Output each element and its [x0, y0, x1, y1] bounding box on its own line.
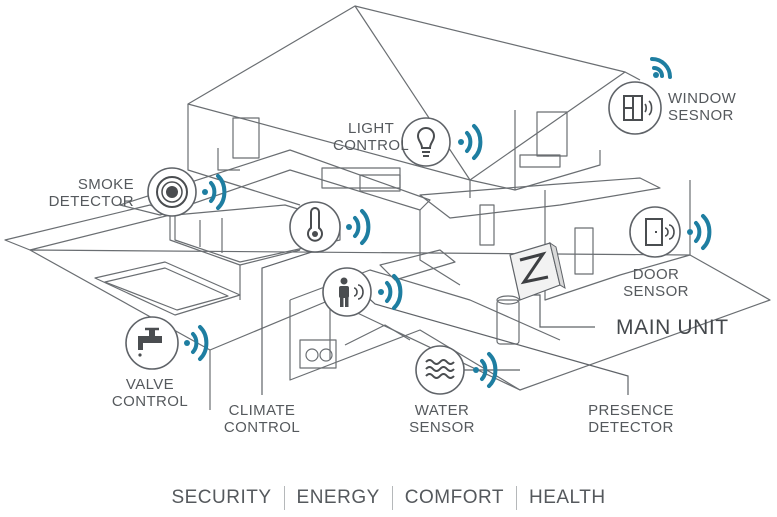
label-line: CONTROL: [333, 137, 410, 154]
smoke-detector-icon: [147, 167, 197, 217]
label-line: DOOR: [632, 266, 680, 283]
label-line: LIGHT: [347, 120, 395, 137]
divider: [515, 486, 517, 510]
wifi-signal-icon: [202, 174, 227, 210]
label-line: CONTROL: [111, 393, 189, 410]
light-control-label: LIGHT CONTROL: [333, 120, 409, 154]
smoke-detector-label: SMOKE DETECTOR: [42, 176, 134, 210]
water-waves-icon: [415, 345, 465, 395]
category-health: HEALTH: [528, 487, 606, 508]
divider: [391, 486, 393, 510]
person-icon: [322, 267, 372, 317]
label-line: CLIMATE: [228, 402, 296, 419]
label-line: PRESENCE: [588, 402, 674, 419]
valve-control-label: VALVE CONTROL: [105, 376, 195, 410]
window-sensor-icon: [608, 57, 672, 135]
wifi-signal-icon: [378, 274, 403, 310]
label-line: SESNOR: [668, 107, 734, 124]
label-line: DETECTOR: [588, 419, 674, 436]
category-comfort: COMFORT: [404, 487, 504, 508]
door-sensor-label: DOOR SENSOR: [620, 266, 692, 300]
main-unit-label: MAIN UNIT: [616, 316, 729, 339]
wifi-signal-icon: [346, 209, 371, 245]
wifi-signal-icon: [650, 57, 672, 79]
category-energy: ENERGY: [296, 487, 380, 508]
wifi-signal-icon: [473, 352, 498, 388]
faucet-icon: [125, 316, 179, 370]
door-icon: [629, 206, 681, 258]
main-unit-device: [509, 241, 566, 301]
thermometer-icon: [289, 201, 341, 253]
label-line: SENSOR: [409, 419, 475, 436]
label-line: SMOKE: [77, 176, 134, 193]
label-line: SENSOR: [623, 283, 689, 300]
label-line: WATER: [414, 402, 470, 419]
wifi-signal-icon: [184, 325, 209, 361]
label-line: VALVE: [125, 376, 175, 393]
label-line: CONTROL: [223, 419, 301, 436]
wifi-signal-icon: [687, 214, 712, 250]
category-footer: SECURITY ENERGY COMFORT HEALTH: [0, 486, 777, 510]
divider: [283, 486, 285, 510]
presence-detector-label: PRESENCE DETECTOR: [581, 402, 681, 436]
water-sensor-label: WATER SENSOR: [402, 402, 482, 436]
climate-control-label: CLIMATE CONTROL: [217, 402, 307, 436]
light-bulb-icon: [401, 117, 451, 167]
label-line: WINDOW: [668, 90, 737, 107]
category-security: SECURITY: [171, 487, 272, 508]
house-illustration: [4, 5, 771, 410]
window-sensor-label: WINDOW SESNOR: [668, 90, 736, 124]
wifi-signal-icon: [458, 124, 483, 160]
label-line: DETECTOR: [48, 193, 134, 210]
